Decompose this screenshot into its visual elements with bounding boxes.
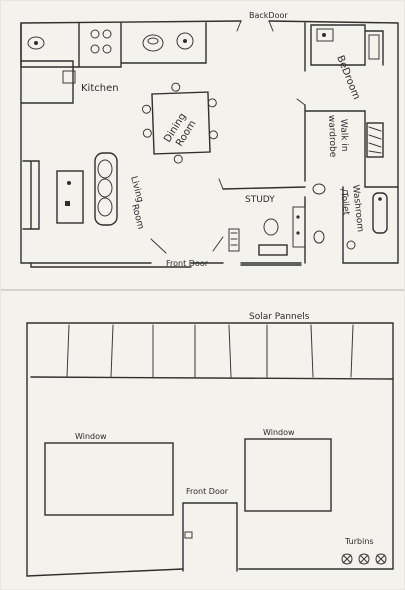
front-door <box>182 502 238 572</box>
back-door-label: BackDoor <box>249 11 288 20</box>
dining-table <box>141 82 218 164</box>
window-right <box>244 438 332 512</box>
turbine-icon <box>341 553 387 565</box>
roof-line <box>30 376 394 380</box>
study-chair <box>228 228 240 252</box>
interior-door-swing <box>218 98 306 190</box>
window-right-label: Window <box>263 428 295 437</box>
kitchen-wall <box>20 60 74 104</box>
bedroom-label: BeDroom <box>334 54 362 101</box>
bathtub <box>372 192 388 234</box>
window-left <box>44 442 174 516</box>
front-door-plan-label: Front Door <box>166 259 209 268</box>
house-wall <box>26 378 394 577</box>
outer-wall <box>20 20 399 264</box>
tv-unit <box>22 160 40 230</box>
bed <box>310 24 384 66</box>
door-handle <box>184 531 193 539</box>
living-room-label-1: Living <box>128 175 145 203</box>
turbines-label: Turbins <box>344 537 374 546</box>
roof-edge <box>26 322 394 380</box>
kitchen-stool <box>62 70 76 84</box>
shower-icon <box>346 240 356 250</box>
stove-icon <box>90 29 112 54</box>
washroom-label-1: Washroom <box>350 184 365 232</box>
window-left-label: Window <box>75 432 107 441</box>
sink-icon <box>27 36 45 50</box>
living-room-label-2: Room <box>129 203 145 230</box>
solar-panels-label: Solar Pannels <box>249 312 310 322</box>
washroom-label-2: /Toilet <box>338 188 351 216</box>
front-elevation: Solar Pannels Window Window Front Door T… <box>26 312 394 577</box>
pot-icon <box>142 34 164 52</box>
front-door-elevation-label: Front Door <box>186 487 229 496</box>
solar-panel-dividers <box>66 324 354 378</box>
sofa <box>94 152 118 226</box>
coffee-table <box>56 170 84 224</box>
outer-wall-base <box>30 262 302 268</box>
kitchen-label: Kitchen <box>81 83 119 94</box>
kitchen-counter <box>20 22 207 68</box>
wardrobe <box>366 122 384 158</box>
back-door-swing <box>236 20 274 32</box>
study-label: STUDY <box>245 195 275 205</box>
toilet-icon <box>312 183 326 244</box>
walk-in-label-1: Walk in <box>338 119 349 152</box>
walk-in-label-2: wardrobe <box>326 115 337 158</box>
study-desk <box>258 206 306 256</box>
front-door-swing <box>150 236 224 254</box>
tap-icon <box>176 32 194 50</box>
floor-plan: Kitchen Dining Room Living <box>20 11 399 268</box>
